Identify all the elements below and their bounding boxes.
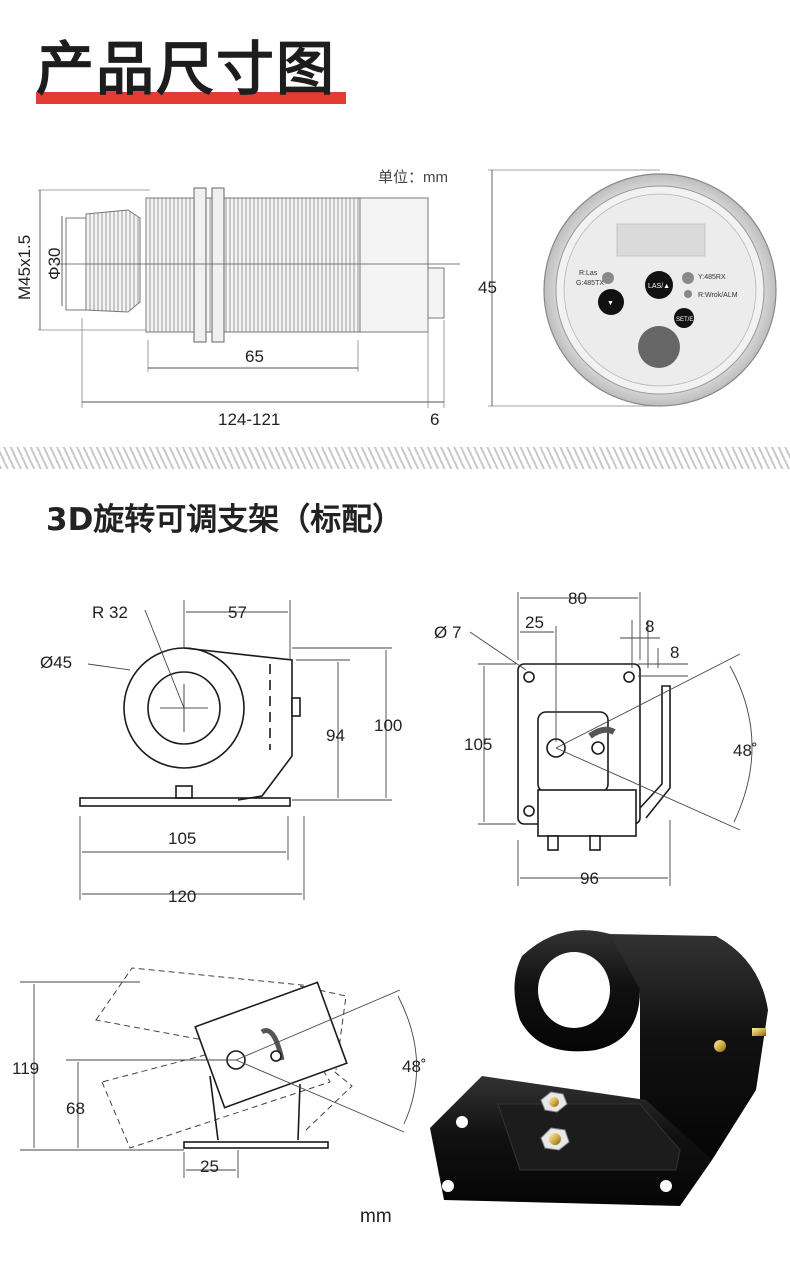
dim-thread-label: M45x1.5 (15, 235, 34, 300)
bracket-section-title: 3D旋转可调支架（标配） (46, 502, 404, 538)
dim-25b-label: 25 (200, 1157, 219, 1176)
panel-label-rlas: R:Las (579, 270, 598, 277)
dim-100-label: 100 (374, 716, 402, 735)
dim-96-label: 96 (580, 869, 599, 888)
dim-8b-label: 8 (670, 643, 679, 662)
dim-94-label: 94 (326, 726, 345, 745)
dim-65-label: 65 (245, 347, 264, 366)
dim-r32-label: R 32 (92, 603, 128, 622)
dim-48-label: 48˚ (733, 741, 758, 760)
dim-105b-label: 105 (464, 735, 492, 754)
dim-80-label: 80 (568, 589, 587, 608)
sensor-front-view (488, 169, 777, 407)
panel-label-rwrok: R:Wrok/ALM (698, 292, 738, 299)
title-underline (36, 92, 346, 104)
dim-48b-label: 48˚ (402, 1057, 427, 1076)
dim-57-label: 57 (228, 603, 247, 622)
section-divider (0, 447, 790, 469)
dim-119-label: 119 (12, 1059, 39, 1078)
bracket-front-view (469, 592, 753, 886)
bracket-rotation-view (20, 967, 418, 1178)
dim-6-label: 6 (430, 410, 439, 429)
dim-120-label: 120 (168, 887, 196, 906)
panel-label-y485rx: Y:485RX (698, 274, 726, 281)
dim-diameter-label: Φ30 (45, 248, 64, 280)
dim-25-label: 25 (525, 613, 544, 632)
sensor-side-view (38, 187, 460, 408)
dim-d7-label: Ø 7 (434, 623, 461, 642)
dim-d45-label: Ø45 (40, 653, 72, 672)
dim-length-label: 124-121 (218, 410, 280, 429)
title-block: 产品尺寸图 (36, 34, 346, 104)
dim-8a-label: 8 (645, 617, 654, 636)
bracket-side-view (79, 600, 392, 900)
las-up-button: LAS/▲ (648, 283, 670, 290)
dim-105-label: 105 (168, 829, 196, 848)
panel-label-g485tx: G:485TX (576, 280, 604, 287)
set-button: SET/E (676, 317, 693, 323)
unit-mm-label: mm (360, 1206, 392, 1227)
bracket-photo (430, 930, 768, 1206)
unit-label: 单位：mm (378, 169, 448, 186)
dim-45-label: 45 (478, 278, 497, 297)
page-title: 产品尺寸图 (36, 35, 337, 103)
dim-68-label: 68 (66, 1099, 85, 1118)
down-button: ▼ (607, 300, 614, 307)
